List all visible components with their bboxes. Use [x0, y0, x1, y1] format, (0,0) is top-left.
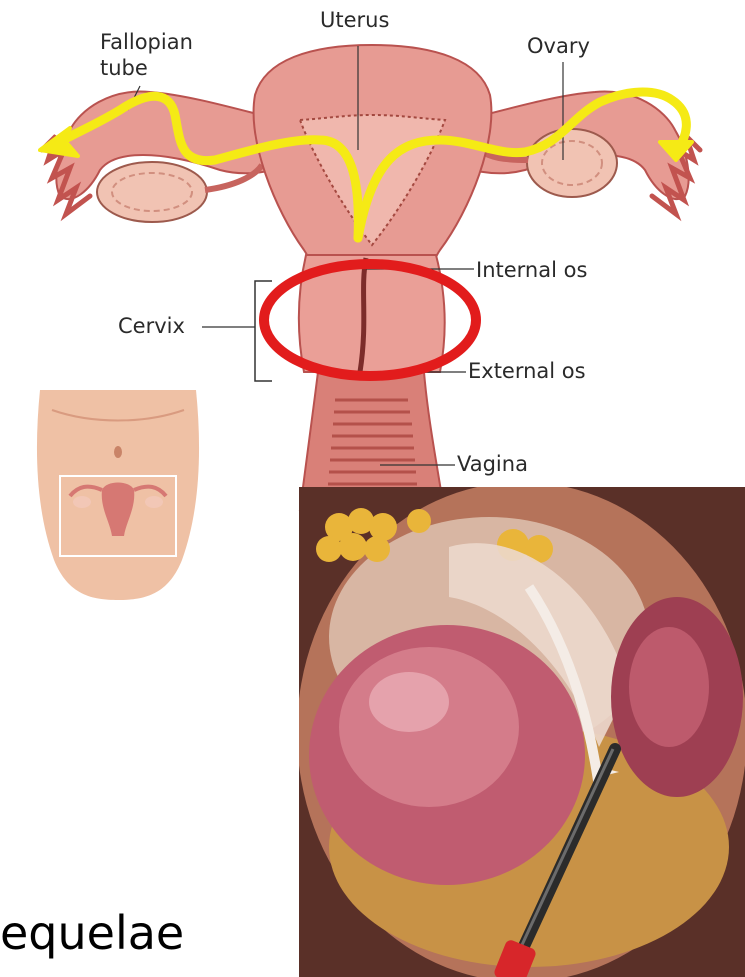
slide-caption: equelae — [0, 905, 184, 961]
label-fallopian-tube-line1: Fallopian — [100, 30, 193, 54]
label-uterus: Uterus — [320, 8, 389, 32]
left-ovary — [97, 162, 207, 222]
label-internal-os: Internal os — [476, 258, 587, 282]
label-vagina: Vagina — [457, 452, 528, 476]
label-cervix: Cervix — [118, 314, 185, 338]
right-ovary — [527, 129, 617, 197]
body-thumbnail — [22, 390, 215, 600]
label-fallopian-tube-line2: tube — [100, 56, 148, 80]
laparoscopy-photo-art — [299, 487, 745, 977]
laparoscopy-photo — [299, 487, 745, 977]
body-thumbnail-art — [22, 390, 215, 600]
label-ovary: Ovary — [527, 34, 590, 58]
label-external-os: External os — [468, 359, 586, 383]
